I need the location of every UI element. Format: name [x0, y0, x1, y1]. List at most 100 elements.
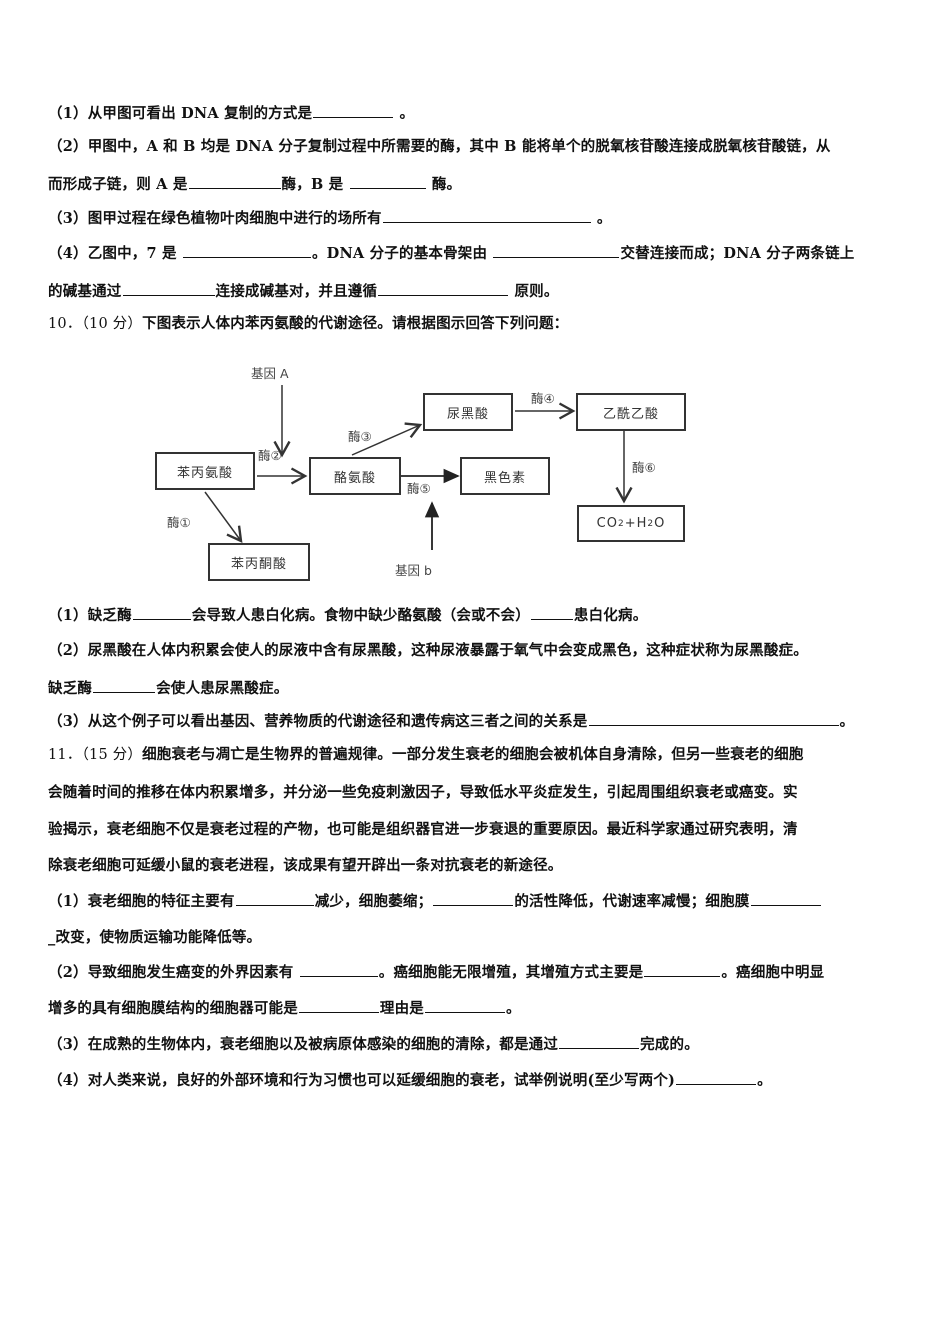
q11-stem-line2: 会随着时间的推移在体内积累增多，并分泌一些免疫刺激因子，导致低水平炎症发生，引起… [48, 783, 798, 803]
q11-part1-line1: （1）衰老细胞的特征主要有 减少，细胞萎缩； 的活性降低，代谢速率减慢；细胞膜 [48, 891, 822, 912]
q9-part1: （1）从甲图可看出 DNA 复制的方式是 。 [48, 103, 414, 124]
q10-part2-text-b: 会使人患尿黑酸症。 [156, 680, 289, 697]
q11-part1-text-d: _改变，使物质运输功能降低等。 [48, 929, 262, 946]
q9-part4-line1: （4）乙图中，7 是 。DNA 分子的基本骨架由 交替连接而成；DNA 分子两条… [48, 243, 855, 264]
q11-part2-line1: （2）导致细胞发生癌变的外界因素有 。癌细胞能无限增殖，其增殖方式主要是。癌细胞… [48, 962, 824, 983]
label-enzyme-1: 酶① [167, 515, 191, 530]
question-number: 10． [48, 316, 82, 332]
answer-blank[interactable] [493, 243, 620, 258]
answer-blank[interactable] [425, 998, 506, 1013]
answer-blank[interactable] [349, 174, 426, 189]
answer-blank[interactable] [313, 103, 394, 118]
q10-part2-text: （2）尿黑酸在人体内积累会使人的尿液中含有尿黑酸，这种尿液暴露于氧气中会变成黑色… [48, 642, 808, 659]
q9-part3: （3）图甲过程在绿色植物叶肉细胞中进行的场所有 。 [48, 208, 612, 229]
q9-part4-line2: 的碱基通过 连接成碱基对，并且遵循 原则。 [48, 281, 559, 302]
label-enzyme-4: 酶④ [531, 391, 555, 406]
box-melanin: 黑色素 [460, 457, 550, 495]
q11-part4-suffix: 。 [757, 1072, 772, 1089]
arrow-layer [204, 385, 633, 550]
answer-blank[interactable] [588, 711, 839, 726]
q9-part4-text-f: 原则。 [509, 283, 559, 300]
question-number: 11． [48, 747, 82, 763]
q10-part1-text-b: 会导致人患白化病。食物中缺少酪氨酸（会或不会） [191, 607, 530, 624]
q9-part1-text: （1）从甲图可看出 DNA 复制的方式是 [48, 105, 313, 122]
answer-blank[interactable] [382, 208, 591, 223]
answer-blank[interactable] [530, 605, 573, 620]
q11-part1-text-a: （1）衰老细胞的特征主要有 [48, 893, 235, 910]
box-homogentisic-acid: 尿黑酸 [423, 393, 513, 431]
q10-part1-text-c: 患白化病。 [573, 607, 648, 624]
question-stem: 验揭示，衰老细胞不仅是衰老过程的产物，也可能是组织器官进一步衰退的重要原因。最近… [48, 821, 798, 838]
answer-blank[interactable] [750, 891, 821, 906]
q9-part3-suffix: 。 [591, 210, 612, 227]
q11-part1-text-c: 的活性降低，代谢速率减慢；细胞膜 [514, 893, 750, 910]
label-gene-b: 基因 b [395, 563, 432, 578]
q10-part3-text: （3）从这个例子可以看出基因、营养物质的代谢途径和遗传病这三者之间的关系是 [48, 713, 588, 730]
q11-part2-text-c: 。癌细胞中明显 [721, 964, 825, 981]
q9-part2-text-b: 酶，B 是 [281, 176, 349, 193]
q9-part4-text-e: 连接成碱基对，并且遵循 [215, 283, 378, 300]
label-enzyme-3: 酶③ [348, 429, 372, 444]
q11-part3: （3）在成熟的生物体内，衰老细胞以及被病原体感染的细胞的清除，都是通过 完成的。 [48, 1034, 699, 1055]
question-score: （15 分） [81, 747, 143, 763]
q9-part4-text-b: 。DNA 分子的基本骨架由 [311, 245, 493, 262]
q10-part2-text-a: 缺乏酶 [48, 680, 93, 697]
answer-blank[interactable] [182, 243, 311, 258]
q10-stem: 10．（10 分）下图表示人体内苯丙氨酸的代谢途径。请根据图示回答下列问题： [48, 314, 568, 334]
answer-blank[interactable] [299, 962, 378, 977]
answer-blank[interactable] [188, 174, 281, 189]
question-score: （10 分） [81, 316, 143, 332]
q10-part1-text-a: （1）缺乏酶 [48, 607, 132, 624]
q11-stem-line3: 验揭示，衰老细胞不仅是衰老过程的产物，也可能是组织器官进一步衰退的重要原因。最近… [48, 820, 798, 840]
answer-blank[interactable] [132, 605, 191, 620]
label-enzyme-5: 酶⑤ [407, 481, 431, 496]
q9-part4-text-d: 的碱基通过 [48, 283, 122, 300]
answer-blank[interactable] [676, 1070, 757, 1085]
q9-part4-text-a: （4）乙图中，7 是 [48, 245, 182, 262]
q11-part3-suffix: 完成的。 [640, 1036, 699, 1053]
q9-part2-text-c: 酶。 [426, 176, 462, 193]
answer-blank[interactable] [433, 891, 514, 906]
box-phenylalanine: 苯丙氨酸 [155, 452, 255, 490]
label-enzyme-6: 酶⑥ [632, 460, 656, 475]
q9-part2-text: （2）甲图中，A 和 B 均是 DNA 分子复制过程中所需要的酶，其中 B 能将… [48, 138, 831, 155]
box-acetoacetic-acid: 乙酰乙酸 [576, 393, 686, 431]
box-phenylpyruvic-acid: 苯丙酮酸 [208, 543, 310, 581]
q11-part1-line2: _改变，使物质运输功能降低等。 [48, 928, 261, 948]
q11-part4-text: （4）对人类来说，良好的外部环境和行为习惯也可以延缓细胞的衰老，试举例说明(至少… [48, 1072, 676, 1089]
question-stem: 会随着时间的推移在体内积累增多，并分泌一些免疫刺激因子，导致低水平炎症发生，引起… [48, 784, 798, 801]
q10-part3: （3）从这个例子可以看出基因、营养物质的代谢途径和遗传病这三者之间的关系是。 [48, 711, 854, 732]
answer-blank[interactable] [298, 998, 379, 1013]
question-stem: 细胞衰老与凋亡是生物界的普遍规律。一部分发生衰老的细胞会被机体自身清除，但另一些… [142, 746, 804, 763]
q9-part2-line2: 而形成子链，则 A 是 酶，B 是 酶。 [48, 174, 461, 195]
q10-part2-line2: 缺乏酶 会使人患尿黑酸症。 [48, 678, 288, 699]
q10-part1: （1）缺乏酶 会导致人患白化病。食物中缺少酪氨酸（会或不会） 患白化病。 [48, 605, 647, 626]
q9-part3-text: （3）图甲过程在绿色植物叶肉细胞中进行的场所有 [48, 210, 382, 227]
q11-part4: （4）对人类来说，良好的外部环境和行为习惯也可以延缓细胞的衰老，试举例说明(至少… [48, 1070, 772, 1091]
answer-blank[interactable] [644, 962, 721, 977]
answer-blank[interactable] [93, 678, 156, 693]
q9-part2-text-a: 而形成子链，则 A 是 [48, 176, 188, 193]
q11-part2-line2: 增多的具有细胞膜结构的细胞器可能是理由是。 [48, 998, 521, 1019]
question-stem: 除衰老细胞可延缓小鼠的衰老进程，该成果有望开辟出一条对抗衰老的新途径。 [48, 857, 563, 874]
q11-part3-text: （3）在成熟的生物体内，衰老细胞以及被病原体感染的细胞的清除，都是通过 [48, 1036, 559, 1053]
answer-blank[interactable] [559, 1034, 640, 1049]
answer-blank[interactable] [122, 281, 215, 296]
q9-part1-suffix: 。 [394, 105, 415, 122]
q10-part2-line1: （2）尿黑酸在人体内积累会使人的尿液中含有尿黑酸，这种尿液暴露于氧气中会变成黑色… [48, 641, 808, 661]
answer-blank[interactable] [235, 891, 314, 906]
answer-blank[interactable] [378, 281, 509, 296]
box-tyrosine: 酪氨酸 [309, 457, 401, 495]
q11-part2-text-e: 理由是 [379, 1000, 425, 1017]
q11-stem-line1: 11．（15 分）细胞衰老与凋亡是生物界的普遍规律。一部分发生衰老的细胞会被机体… [48, 745, 804, 765]
label-gene-a: 基因 A [251, 366, 289, 381]
question-stem: 下图表示人体内苯丙氨酸的代谢途径。请根据图示回答下列问题： [142, 315, 569, 332]
label-enzyme-2: 酶② [258, 448, 282, 463]
q11-part2-text-a: （2）导致细胞发生癌变的外界因素有 [48, 964, 299, 981]
q9-part4-text-c: 交替连接而成；DNA 分子两条链上 [620, 245, 855, 262]
q9-part2-line1: （2）甲图中，A 和 B 均是 DNA 分子复制过程中所需要的酶，其中 B 能将… [48, 137, 831, 157]
q11-part2-text-f: 。 [506, 1000, 521, 1017]
q11-part1-text-b: 减少，细胞萎缩； [314, 893, 433, 910]
